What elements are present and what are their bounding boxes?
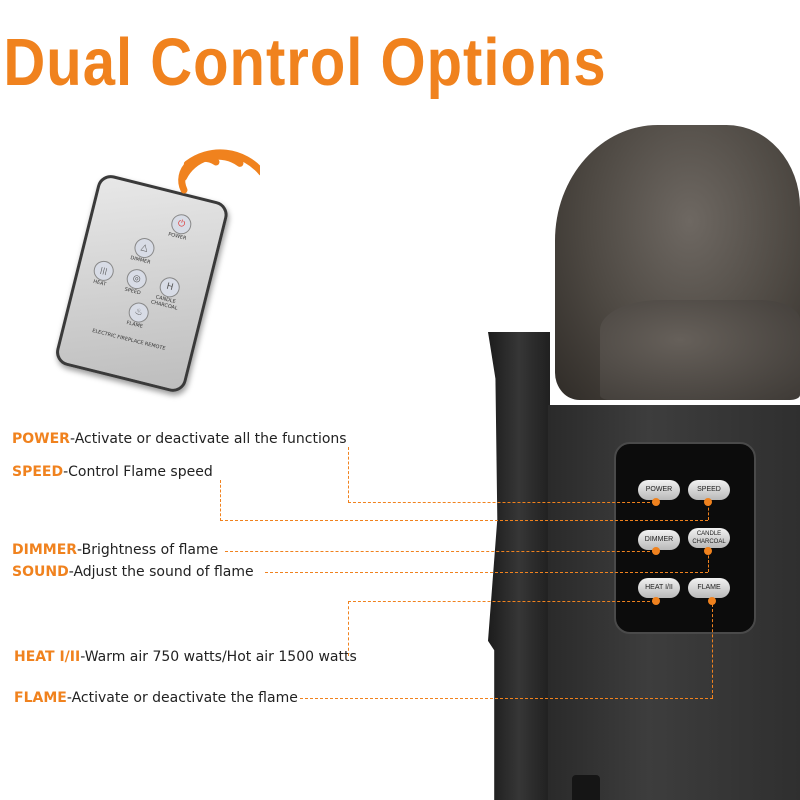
leader-speed-vertical [220, 480, 221, 521]
signal-waves-icon [178, 149, 260, 194]
dot-power [652, 498, 660, 506]
panel-charcoal-label: CHARCOAL [692, 539, 726, 545]
panel-dimmer-button[interactable]: DIMMER [638, 530, 680, 550]
control-panel: POWER SPEED DIMMER CANDLE CHARCOAL HEAT … [614, 442, 756, 634]
page-title: Dual Control Options [3, 25, 607, 100]
panel-speed-button[interactable]: SPEED [688, 480, 730, 500]
feature-sound-desc: -Adjust the sound of flame [68, 564, 254, 580]
leader-heat-vertical [348, 601, 349, 656]
feature-power-desc: -Activate or deactivate all the function… [69, 431, 347, 447]
feature-heat-key: HEAT I/II [14, 649, 81, 665]
feature-dimmer: DIMMER-Brightness of flame [12, 542, 218, 558]
feature-speed-desc: -Control Flame speed [63, 464, 213, 480]
panel-flame-button[interactable]: FLAME [688, 578, 730, 598]
feature-dimmer-key: DIMMER [12, 542, 78, 558]
leader-flame-horizontal [300, 698, 713, 699]
feature-flame: FLAME-Activate or deactivate the flame [14, 690, 298, 706]
feature-heat-desc: -Warm air 750 watts/Hot air 1500 watts [80, 649, 357, 665]
feature-sound: SOUND-Adjust the sound of flame [12, 564, 254, 580]
feature-heat: HEAT I/II-Warm air 750 watts/Hot air 150… [14, 649, 357, 665]
dot-dimmer [652, 547, 660, 555]
panel-candle-label: CANDLE [696, 531, 722, 537]
leader-flame-vertical [712, 604, 713, 698]
leader-sound-up [708, 551, 709, 572]
feature-flame-desc: -Activate or deactivate the flame [66, 690, 298, 706]
feature-speed-key: SPEED [12, 464, 64, 480]
leader-heat-horizontal [348, 601, 655, 602]
panel-heat-button[interactable]: HEAT I/II [638, 578, 680, 598]
panel-power-button[interactable]: POWER [638, 480, 680, 500]
feature-dimmer-desc: -Brightness of flame [77, 542, 219, 558]
feature-sound-key: SOUND [12, 564, 69, 580]
feature-power: POWER-Activate or deactivate all the fun… [12, 431, 347, 447]
leader-power-horizontal [348, 502, 655, 503]
dot-candle [704, 547, 712, 555]
dot-flame [708, 597, 716, 605]
leader-speed-up [708, 503, 709, 520]
leader-power-vertical [348, 447, 349, 503]
feature-speed: SPEED-Control Flame speed [12, 464, 213, 480]
feature-power-key: POWER [12, 431, 70, 447]
feature-flame-key: FLAME [14, 690, 67, 706]
fireplace-side-bracket [488, 332, 550, 800]
remote-footer-text: ELECTRIC FIREPLACE REMOTE [91, 327, 166, 353]
dot-heat [652, 597, 660, 605]
leader-dimmer-horizontal [225, 551, 655, 552]
panel-candle-charcoal-button[interactable]: CANDLE CHARCOAL [688, 528, 730, 548]
leader-sound-horizontal [265, 572, 708, 573]
faux-logs-front [600, 300, 800, 400]
fireplace-foot [572, 775, 600, 800]
dot-speed [704, 498, 712, 506]
leader-speed-horizontal [220, 520, 708, 521]
